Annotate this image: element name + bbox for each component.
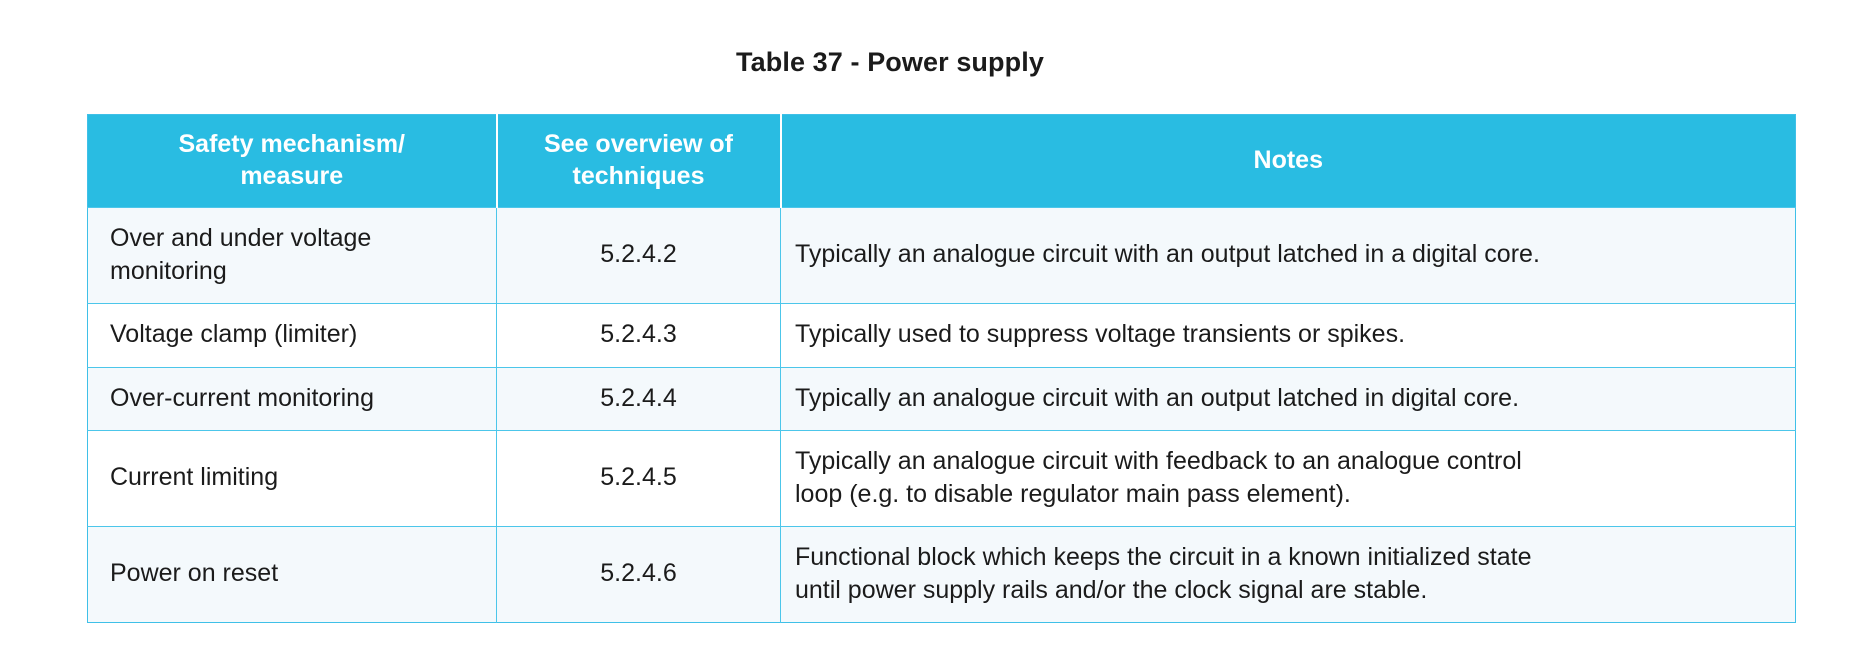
column-header-reference: See overview of techniques xyxy=(496,114,782,208)
cell-notes: Typically an analogue circuit with feedb… xyxy=(780,430,1796,527)
column-header-notes-line1: Notes xyxy=(1253,146,1323,174)
column-header-measure-line1: Safety mechanism/ xyxy=(178,130,406,158)
column-header-measure-line2: measure xyxy=(240,162,344,190)
cell-notes-line1: Typically an analogue circuit with feedb… xyxy=(795,447,1522,475)
cell-notes-line2: loop (e.g. to disable regulator main pas… xyxy=(795,479,1351,508)
cell-measure: Over and under voltage monitoring xyxy=(87,207,497,304)
column-header-reference-line1: See overview of xyxy=(544,130,733,158)
cell-reference: 5.2.4.6 xyxy=(496,526,781,623)
cell-measure-line1: Current limiting xyxy=(110,463,279,492)
table-row: Over and under voltage monitoring 5.2.4.… xyxy=(87,207,1796,304)
column-header-measure: Safety mechanism/ measure xyxy=(87,114,498,208)
cell-notes-line2: until power supply rails and/or the cloc… xyxy=(795,575,1428,604)
cell-notes: Typically used to suppress voltage trans… xyxy=(780,303,1796,367)
table-header: Safety mechanism/ measure See overview o… xyxy=(87,114,1796,208)
header-row: Safety mechanism/ measure See overview o… xyxy=(87,114,1796,208)
cell-notes-line1: Typically an analogue circuit with an ou… xyxy=(795,383,1520,412)
cell-notes: Functional block which keeps the circuit… xyxy=(780,526,1796,623)
power-supply-table: Safety mechanism/ measure See overview o… xyxy=(87,114,1796,623)
table-row: Over-current monitoring 5.2.4.4 Typicall… xyxy=(87,366,1796,431)
cell-notes: Typically an analogue circuit with an ou… xyxy=(780,207,1796,304)
cell-measure: Voltage clamp (limiter) xyxy=(87,303,497,367)
table-title: Table 37 - Power supply xyxy=(736,47,1044,77)
cell-notes-line1: Functional block which keeps the circuit… xyxy=(795,543,1532,571)
cell-measure: Power on reset xyxy=(87,526,497,623)
table-body: Over and under voltage monitoring 5.2.4.… xyxy=(87,207,1796,623)
column-header-reference-line2: techniques xyxy=(572,162,705,190)
cell-reference: 5.2.4.2 xyxy=(496,207,781,304)
cell-reference: 5.2.4.4 xyxy=(496,366,781,431)
cell-measure-line1: Over and under voltage xyxy=(110,224,372,252)
cell-measure: Current limiting xyxy=(87,430,497,527)
column-header-notes: Notes xyxy=(780,114,1796,208)
cell-measure: Over-current monitoring xyxy=(87,366,497,431)
cell-measure-line1: Voltage clamp (limiter) xyxy=(110,320,358,348)
table-row: Voltage clamp (limiter) 5.2.4.3 Typicall… xyxy=(87,303,1796,367)
cell-measure-line1: Over-current monitoring xyxy=(110,383,374,412)
table-row: Current limiting 5.2.4.5 Typically an an… xyxy=(87,430,1796,527)
cell-reference: 5.2.4.5 xyxy=(496,430,781,527)
cell-reference: 5.2.4.3 xyxy=(496,303,781,367)
cell-notes-line1: Typically an analogue circuit with an ou… xyxy=(795,240,1540,269)
cell-measure-line2: monitoring xyxy=(110,256,227,285)
table-container: Safety mechanism/ measure See overview o… xyxy=(87,114,1796,623)
cell-notes-line1: Typically used to suppress voltage trans… xyxy=(795,320,1406,348)
cell-measure-line1: Power on reset xyxy=(110,559,279,588)
cell-notes: Typically an analogue circuit with an ou… xyxy=(780,366,1796,431)
table-row: Power on reset 5.2.4.6 Functional block … xyxy=(87,526,1796,623)
